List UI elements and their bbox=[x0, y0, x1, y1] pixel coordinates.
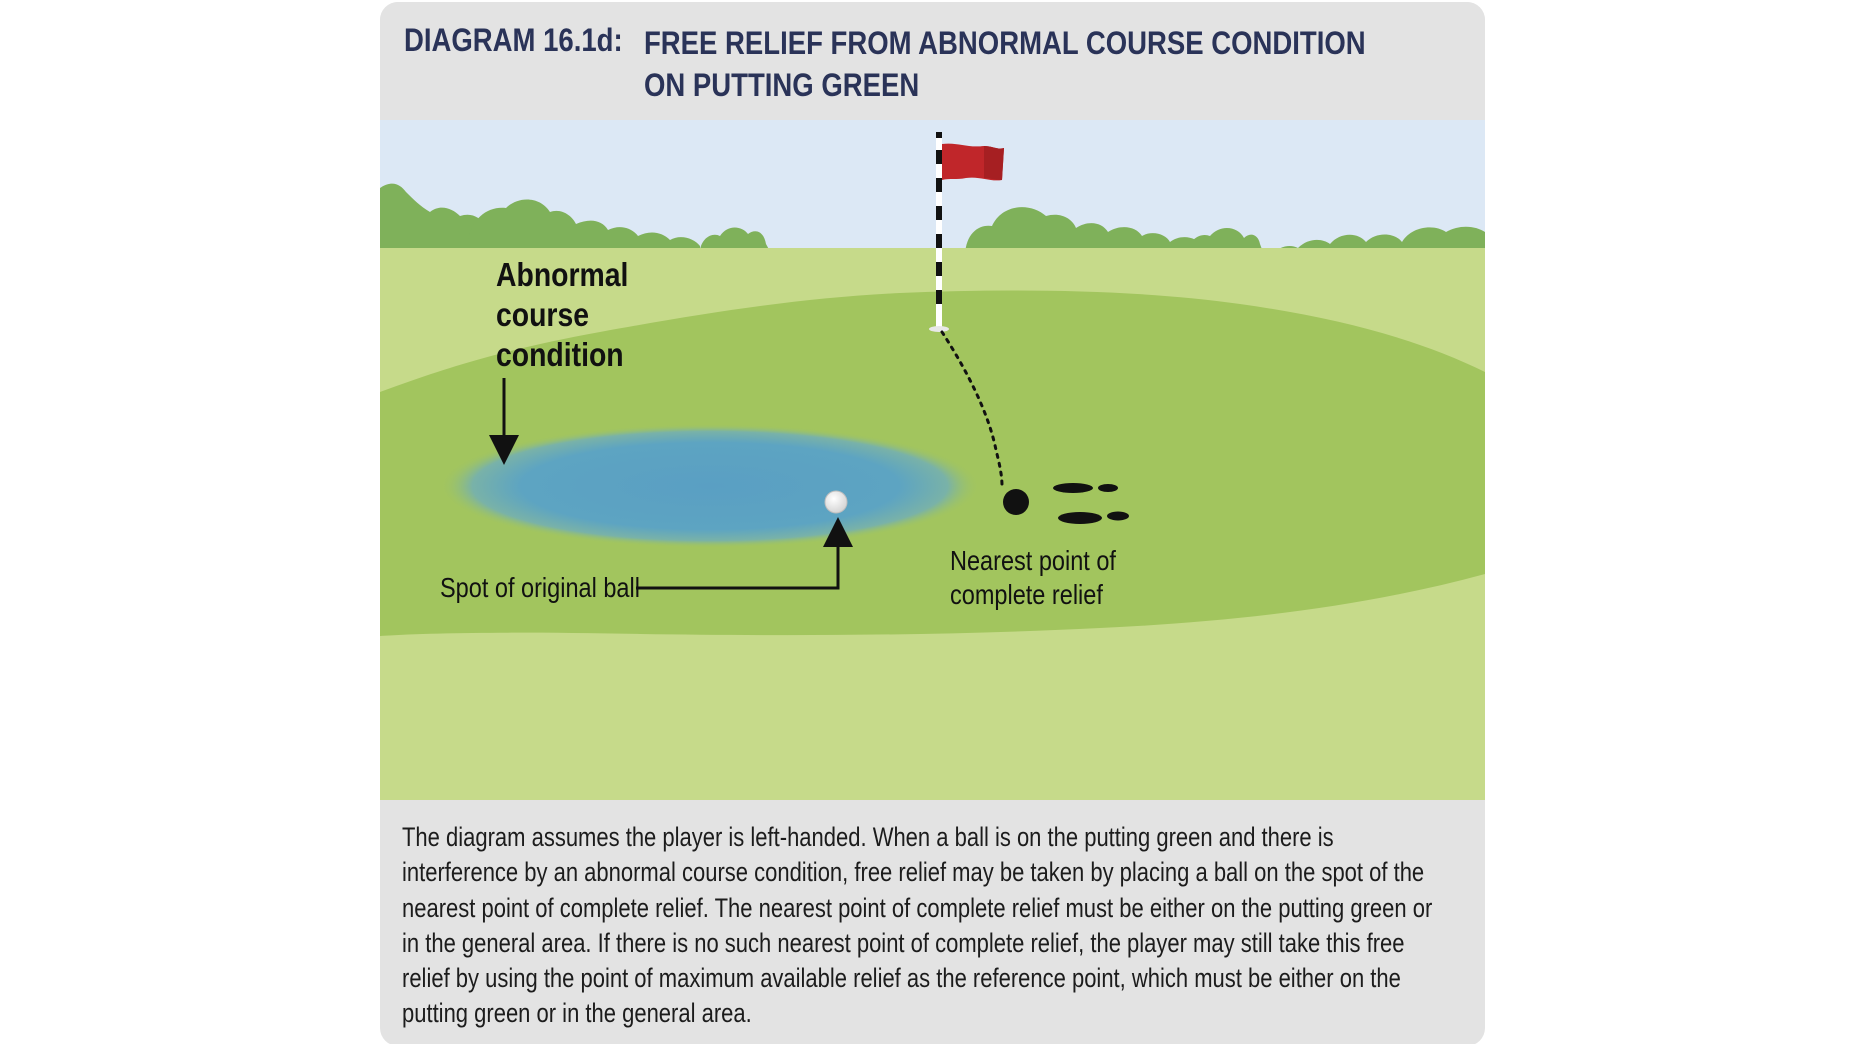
label-abnormal-line1: Abnormal bbox=[496, 256, 628, 294]
diagram-number: DIAGRAM 16.1d: bbox=[404, 22, 623, 58]
footprints-icon bbox=[1053, 483, 1129, 524]
diagram-header: DIAGRAM 16.1d: FREE RELIEF FROM ABNORMAL… bbox=[380, 2, 1485, 120]
ball-icon bbox=[824, 490, 848, 514]
label-abnormal-line2: course bbox=[496, 296, 589, 334]
illustration: Abnormal course condition Spot of origin… bbox=[380, 120, 1485, 800]
label-original-ball: Spot of original ball bbox=[440, 573, 640, 603]
diagram-caption: The diagram assumes the player is left-h… bbox=[402, 822, 1433, 1029]
relief-path bbox=[940, 330, 1004, 488]
diagram-card: DIAGRAM 16.1d: FREE RELIEF FROM ABNORMAL… bbox=[380, 2, 1485, 1044]
diagram-title: FREE RELIEF FROM ABNORMAL COURSE CONDITI… bbox=[644, 25, 1366, 103]
abnormal-course-condition-area bbox=[440, 424, 980, 548]
flag-icon bbox=[929, 132, 1004, 332]
label-nearest-line1: Nearest point of bbox=[950, 546, 1117, 576]
original-ball-leader bbox=[636, 517, 853, 590]
trees-left bbox=[380, 183, 772, 255]
nearest-point-marker bbox=[1003, 489, 1029, 515]
label-abnormal-line3: condition bbox=[496, 336, 624, 374]
label-nearest-line2: complete relief bbox=[950, 580, 1104, 610]
